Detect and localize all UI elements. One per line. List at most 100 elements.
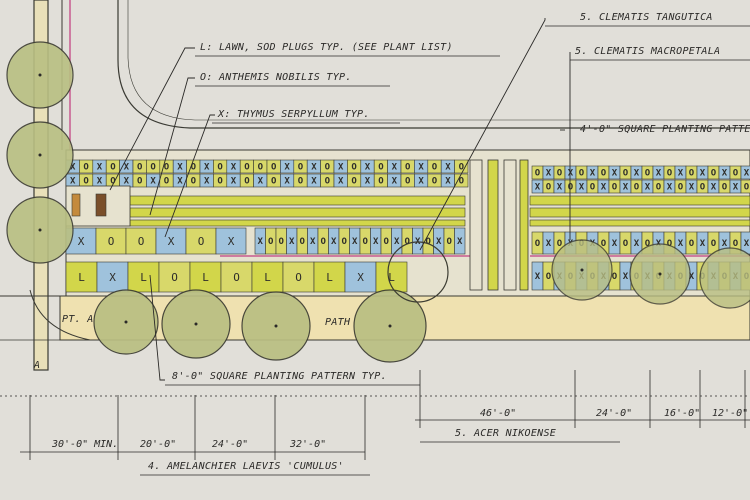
leader-line (149, 77, 195, 216)
grid-symbol: O (110, 177, 116, 187)
grid-symbol: X (557, 183, 563, 193)
grid-symbol: O (378, 177, 384, 187)
grid-symbol: X (338, 177, 344, 187)
grid-cell (740, 179, 750, 194)
grid-symbol: X (546, 169, 552, 179)
grid-symbol: O (198, 235, 205, 248)
leader-line (164, 114, 215, 238)
legend-thyme-label: X: THYMUS SERPYLLUM TYP. (217, 109, 370, 120)
leader-line (149, 274, 165, 381)
grid-symbol: O (271, 177, 277, 187)
grid-symbol: O (405, 163, 411, 173)
grid-symbol: X (204, 163, 210, 173)
grid-symbol: O (378, 163, 384, 173)
leader-lines (109, 18, 571, 381)
tree-center (194, 322, 198, 326)
callout-square-pattern-right: 4'-0" SQUARE PLANTING PATTERN (580, 124, 750, 135)
grid-symbol: O (298, 177, 304, 187)
grid-symbol: X (204, 177, 210, 187)
grid-symbol: X (365, 163, 371, 173)
grid-symbol: O (623, 169, 629, 179)
grid-symbol: O (601, 239, 607, 249)
grid-symbol: X (634, 169, 640, 179)
grid-symbol: O (711, 239, 717, 249)
grid-symbol: O (164, 163, 170, 173)
grid-symbol: O (405, 177, 411, 187)
grid-symbol: O (108, 235, 115, 248)
grid-symbol: O (300, 237, 306, 247)
grid-symbol: O (351, 177, 357, 187)
road-curve (117, 0, 750, 129)
grid-symbol: X (310, 237, 316, 247)
grid-symbol: X (352, 237, 358, 247)
grid-cell (251, 261, 284, 293)
grid-symbol: O (546, 183, 552, 193)
grid-symbol: O (268, 237, 274, 247)
grid-symbol: L (326, 271, 333, 284)
grid-symbol: O (137, 163, 143, 173)
dim-16: 16'-0" (664, 408, 700, 419)
section-mark: A (33, 360, 40, 371)
grid-symbol: O (138, 235, 145, 248)
grid-symbol: O (557, 239, 563, 249)
grid-symbol: O (150, 163, 156, 173)
legend-anthemis-label: O: ANTHEMIS NOBILIS TYP. (200, 72, 352, 83)
tree-center (38, 73, 42, 77)
grid-symbol: O (405, 237, 411, 247)
grid-cell (313, 261, 346, 293)
tree-center (274, 324, 278, 328)
leader-line (419, 18, 546, 251)
grid-cell (158, 261, 191, 293)
grid-symbol: O (279, 237, 285, 247)
grid-symbol: X (331, 237, 337, 247)
callout-pt-a: PT. A (62, 314, 94, 325)
grid-symbol: O (733, 169, 739, 179)
tree-center (580, 268, 584, 272)
grid-symbol: O (612, 183, 618, 193)
tree-group-acer (387, 239, 750, 309)
dim-46: 46'-0" (480, 408, 516, 419)
dim-32: 32'-0" (289, 439, 326, 450)
detail-swatch (71, 193, 81, 217)
grid-symbol: O (535, 169, 541, 179)
grid-symbol: O (325, 177, 331, 187)
road-curve-inner (127, 0, 750, 121)
grid-symbol: O (612, 272, 618, 282)
grid-symbol: X (365, 177, 371, 187)
lawn-strip (529, 195, 750, 206)
grid-symbol: X (733, 183, 739, 193)
grid-symbol: O (137, 177, 143, 187)
legend-lawn-label: L: LAWN, SOD PLUGS TYP. (SEE PLANT LIST) (200, 42, 453, 53)
spacer-column (503, 159, 517, 291)
grid-symbol: X (168, 235, 175, 248)
grid-symbol: O (601, 169, 607, 179)
grid-symbol: O (244, 177, 250, 187)
grid-symbol: O (733, 239, 739, 249)
grid-symbol: X (392, 163, 398, 173)
grid-symbol: X (418, 177, 424, 187)
grid-symbol: O (645, 239, 651, 249)
callout-clematis-macropetala: 5. CLEMATIS MACROPETALA (575, 46, 720, 57)
grid-symbol: O (711, 169, 717, 179)
grid-symbol: X (445, 177, 451, 187)
grid-symbol: L (264, 271, 271, 284)
grid-cell (215, 227, 247, 255)
grid-symbol: X (231, 163, 237, 173)
tree-center (38, 153, 42, 157)
grid-symbol: O (546, 272, 552, 282)
grid-symbol: X (124, 163, 130, 173)
grid-symbol: O (426, 237, 432, 247)
grid-symbol: X (70, 177, 76, 187)
grid-cell (155, 227, 187, 255)
callout-path: PATH (325, 317, 351, 328)
leader-line (109, 47, 195, 191)
grid-symbol: X (623, 272, 629, 282)
grid-cell (454, 227, 466, 255)
grid-symbol: O (722, 183, 728, 193)
callout-square-pattern-bottom: 8'-0" SQUARE PLANTING PATTERN TYP. (172, 371, 387, 382)
dim-24-right: 24'-0" (596, 408, 632, 419)
spacer-column (519, 159, 529, 291)
grid-symbol: X (373, 237, 379, 247)
